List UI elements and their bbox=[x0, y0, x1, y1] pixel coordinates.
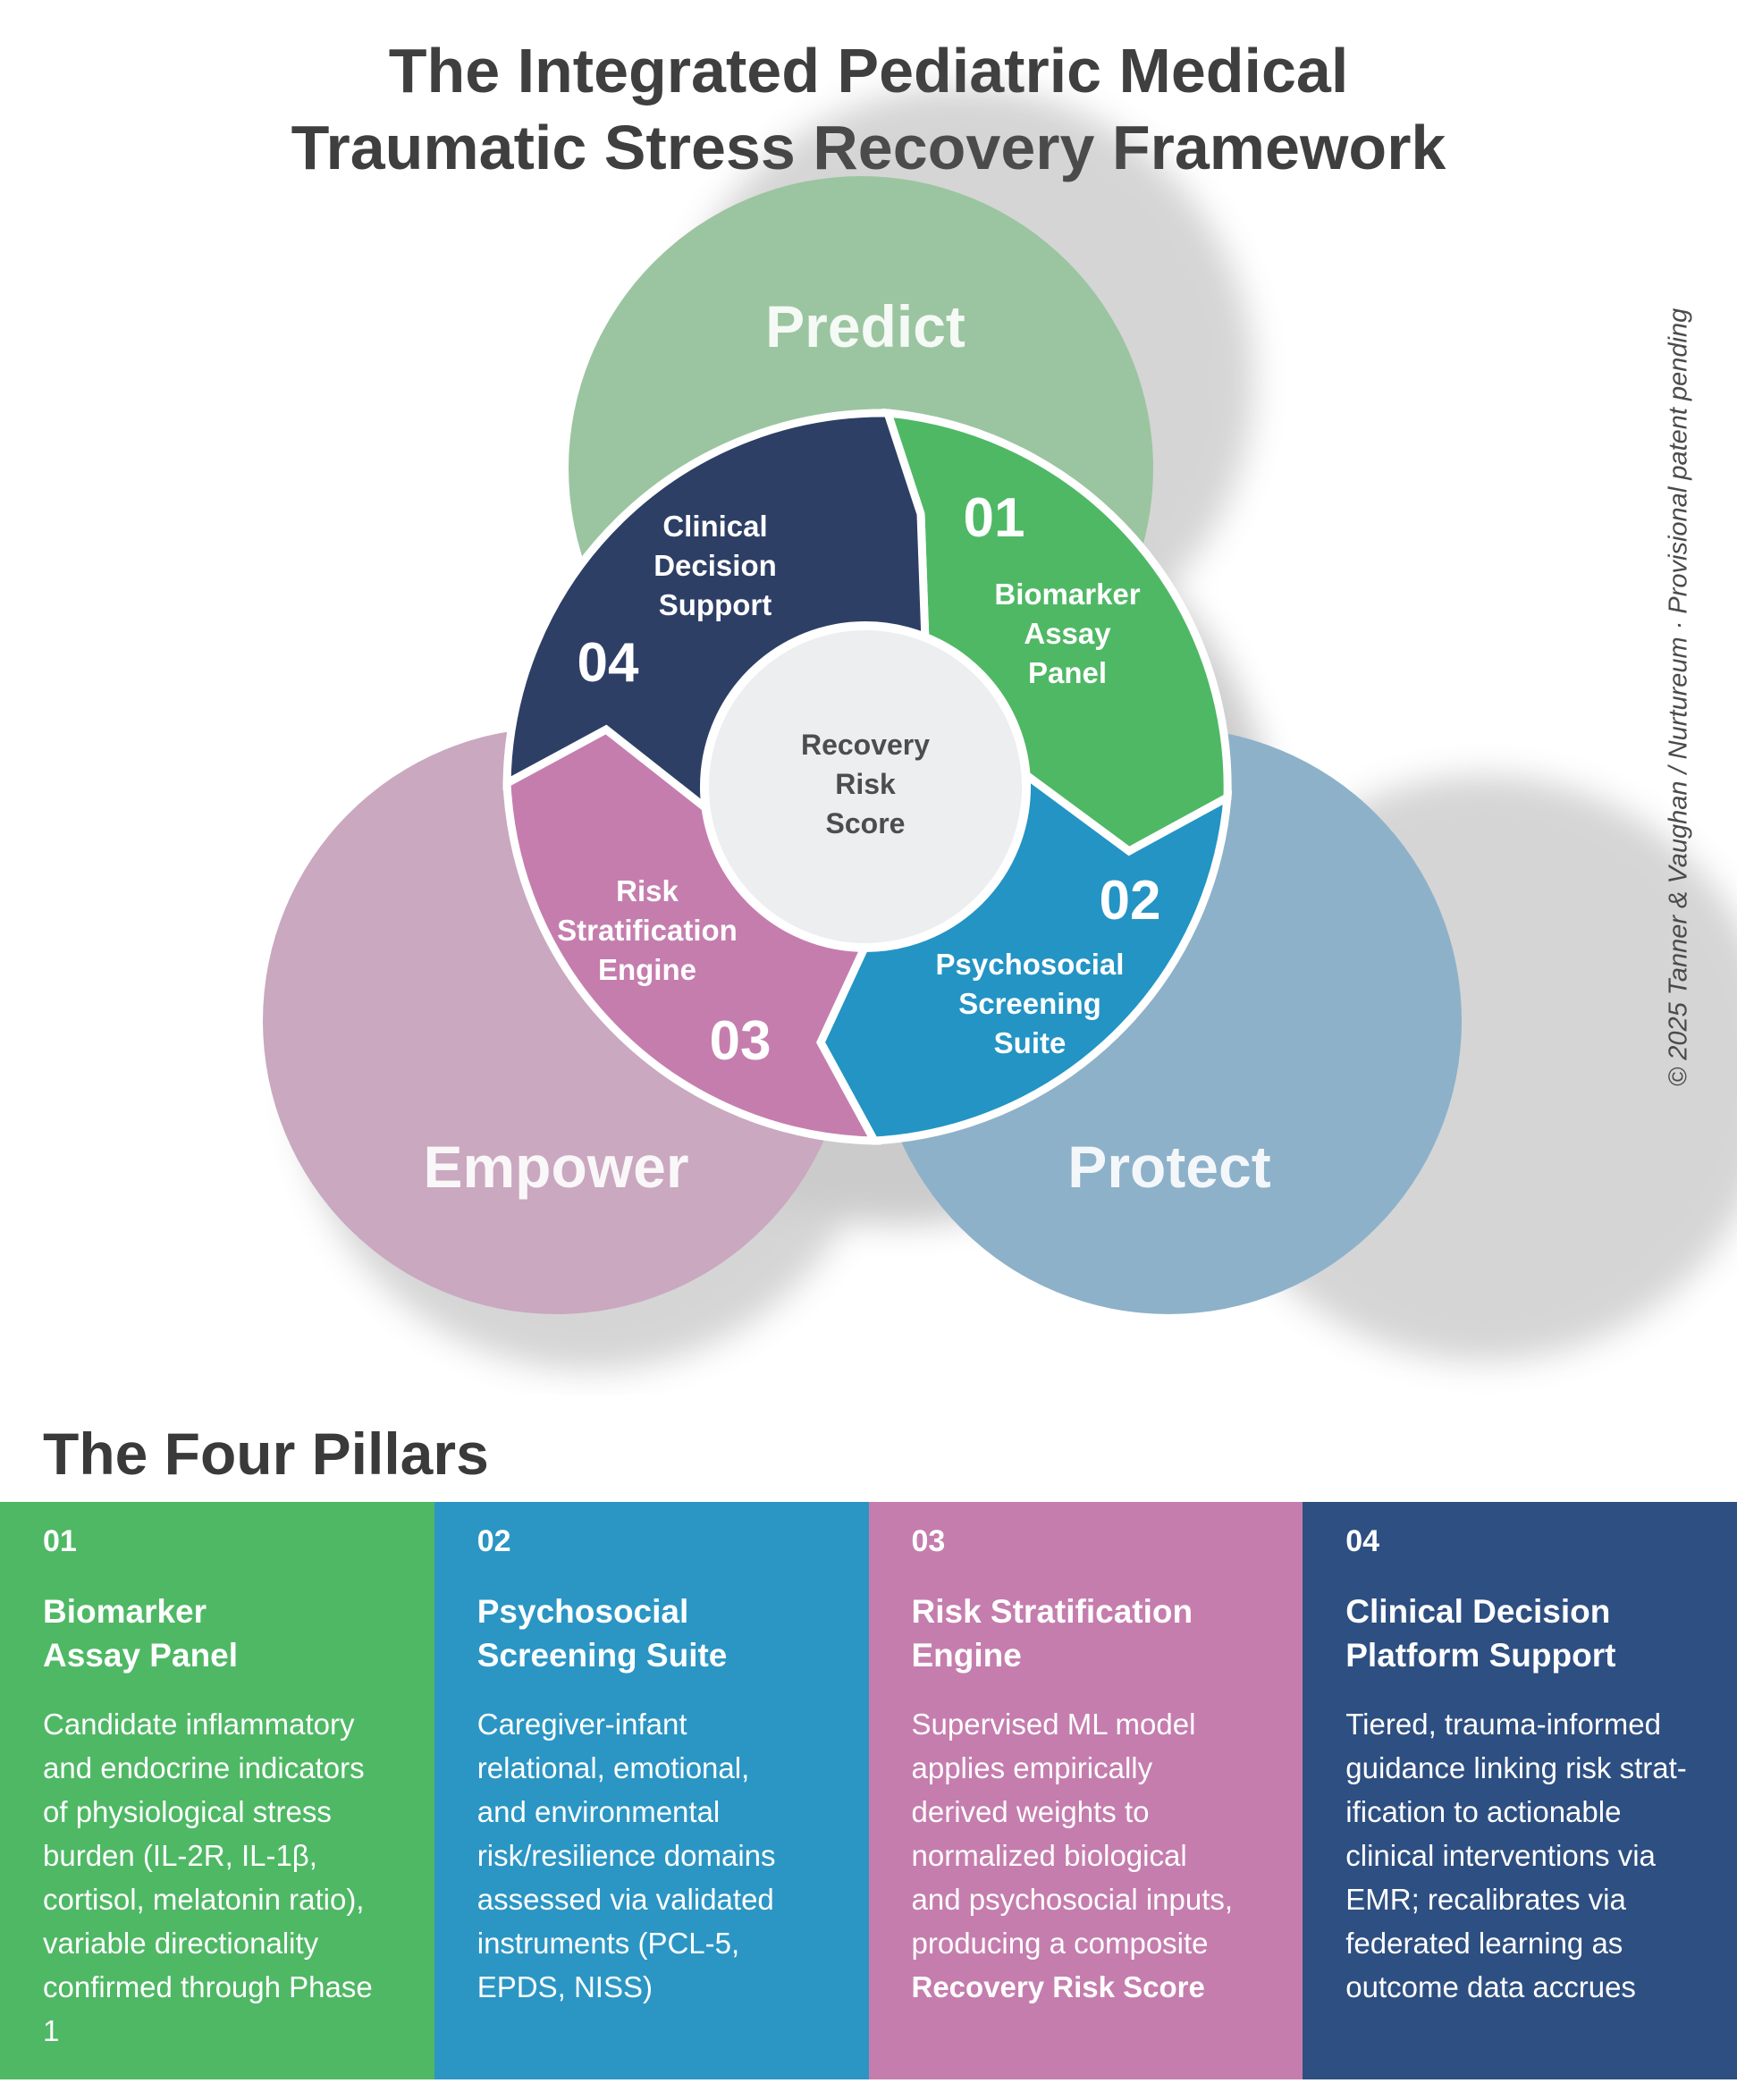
pillar-01: 01 Biomarker Assay Panel Candidate infla… bbox=[0, 1502, 434, 2079]
pillar-title: Risk Stratification Engine bbox=[911, 1593, 1193, 1674]
segment-04-line3: Support bbox=[659, 588, 772, 621]
segment-04-line2: Decision bbox=[653, 549, 777, 582]
segment-04-line1: Clinical bbox=[662, 510, 767, 543]
center-line1: Recovery bbox=[801, 729, 930, 761]
pillar-02: 02 Psychosocial Screening Suite Caregive… bbox=[434, 1502, 869, 2079]
pillar-number: 04 bbox=[1345, 1524, 1380, 1558]
title-line-1: The Integrated Pediatric Medical bbox=[388, 36, 1349, 105]
protect-label: Protect bbox=[1067, 1134, 1270, 1200]
center-circle bbox=[700, 621, 1031, 952]
pillar-number: 01 bbox=[43, 1524, 77, 1558]
segment-02-line1: Psychosocial bbox=[936, 948, 1125, 981]
pillar-number: 02 bbox=[476, 1524, 511, 1558]
framework-diagram: Predict Protect Empower 01 Biomarker Ass… bbox=[263, 87, 1737, 1370]
recovery-risk-score-emphasis: Recovery Risk Score bbox=[911, 1970, 1205, 2003]
segment-04-number: 04 bbox=[578, 632, 639, 694]
pillars-heading: The Four Pillars bbox=[43, 1421, 489, 1487]
pillar-description: Candidate inflammatory and endocrine ind… bbox=[43, 1708, 373, 2047]
center-line2: Risk bbox=[835, 768, 896, 800]
segment-02-line2: Screening bbox=[958, 987, 1101, 1020]
pillars-row: 01 Biomarker Assay Panel Candidate infla… bbox=[0, 1502, 1737, 2079]
segment-01-line3: Panel bbox=[1028, 656, 1107, 689]
segment-01-number: 01 bbox=[964, 487, 1025, 549]
segment-01-line2: Assay bbox=[1024, 617, 1111, 650]
pillar-description: Supervised ML model applies empirically … bbox=[912, 1702, 1261, 2009]
empower-label: Empower bbox=[423, 1134, 688, 1200]
predict-label: Predict bbox=[765, 293, 965, 359]
copyright-notice: © 2025 Tanner & Vaughan / Nurtureum · Pr… bbox=[1664, 308, 1693, 1087]
segment-01-line1: Biomarker bbox=[994, 578, 1140, 611]
segment-03-line3: Engine bbox=[598, 953, 696, 986]
segment-03-number: 03 bbox=[710, 1010, 772, 1072]
segment-03-line1: Risk bbox=[616, 874, 679, 907]
segment-02-line3: Suite bbox=[994, 1026, 1067, 1059]
segment-03-line2: Stratification bbox=[557, 914, 738, 947]
pillar-description: Tiered, trauma-informed guidance linking… bbox=[1345, 1708, 1687, 2003]
pillar-description: Caregiver-infant relational, emotional, … bbox=[476, 1708, 776, 2003]
pillar-04: 04 Clinical Decision Platform Support Ti… bbox=[1303, 1502, 1737, 2079]
pillar-03: 03 Risk Stratification Engine Supervised… bbox=[868, 1502, 1303, 2079]
pillar-title: Clinical Decision Platform Support bbox=[1345, 1593, 1616, 1674]
pillar-description-text: Supervised ML model applies empirically … bbox=[911, 1708, 1234, 1960]
center-line3: Score bbox=[826, 807, 906, 839]
pillar-title: Psychosocial Screening Suite bbox=[476, 1593, 728, 1674]
pillar-number: 03 bbox=[911, 1524, 946, 1558]
segment-02-number: 02 bbox=[1100, 870, 1161, 932]
pillar-title: Biomarker Assay Panel bbox=[43, 1593, 239, 1674]
